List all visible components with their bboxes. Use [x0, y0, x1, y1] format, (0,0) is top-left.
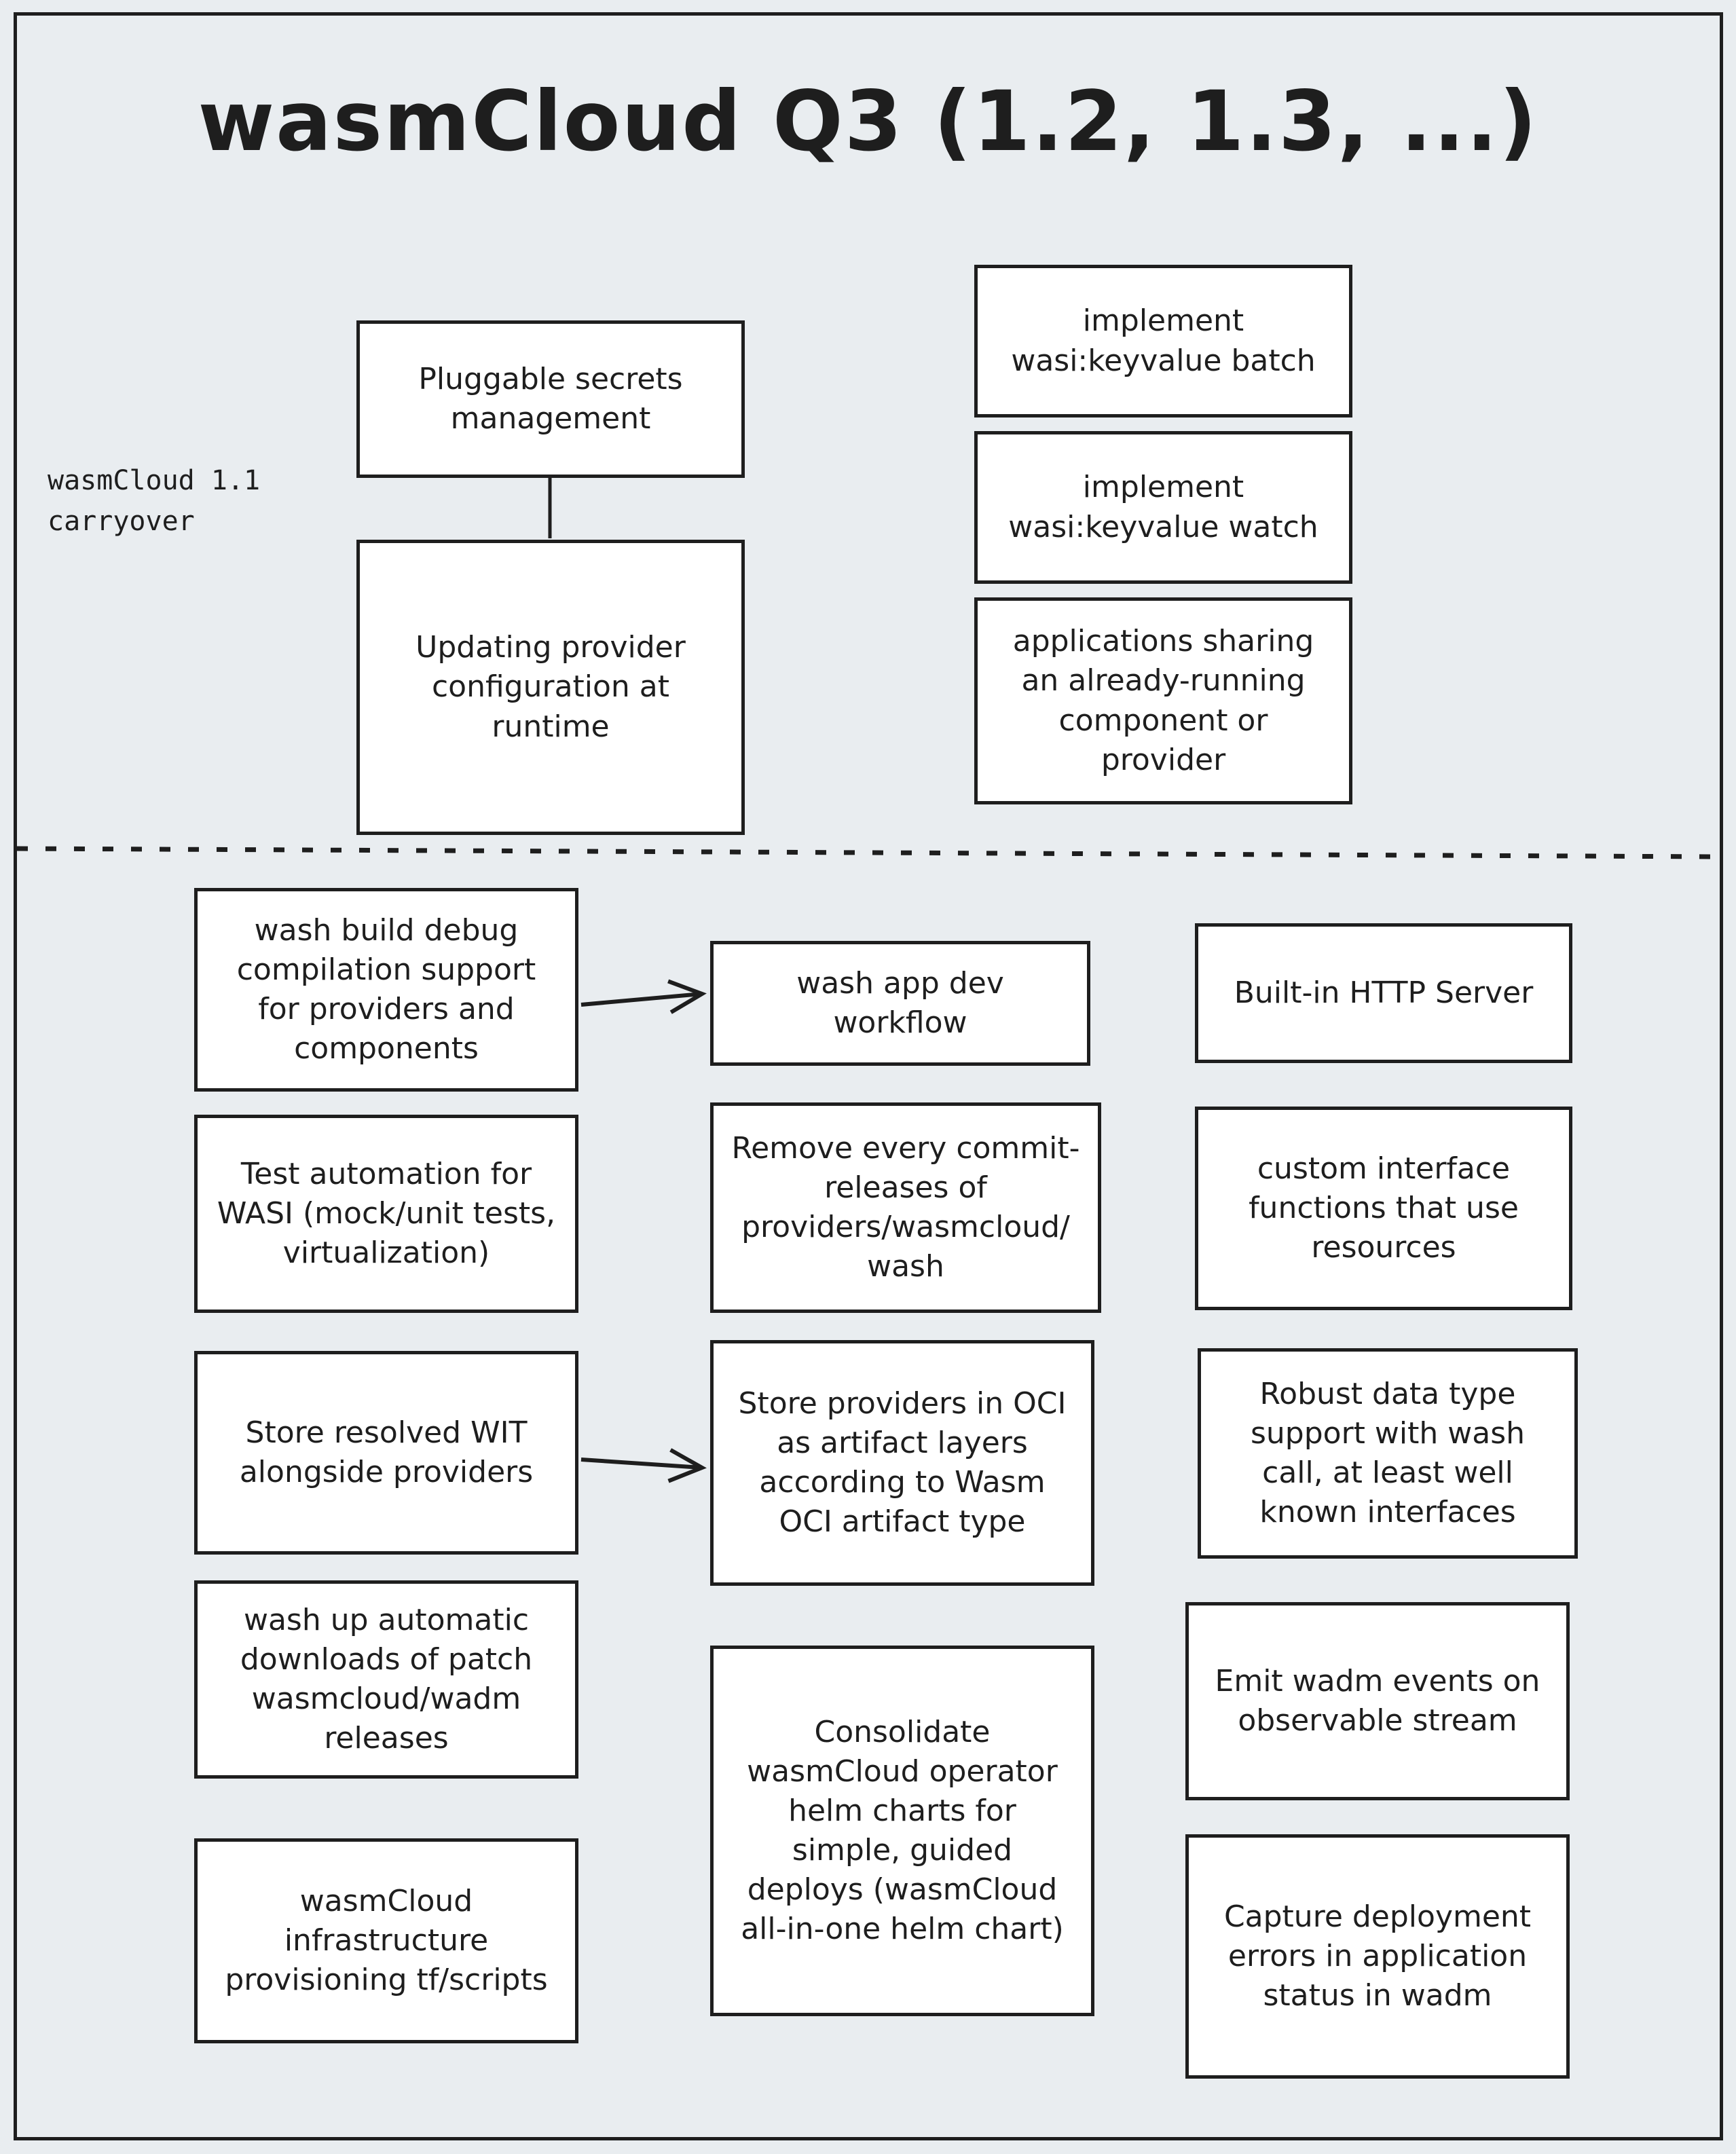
carryover-note-line2: carryover — [48, 506, 195, 537]
box-pluggable-secrets: Pluggable secrets management — [356, 320, 745, 478]
box-store-resolved-wit: Store resolved WIT alongside providers — [194, 1351, 578, 1555]
box-wash-up-downloads-label: wash up automatic downloads of patch was… — [240, 1602, 533, 1756]
box-wasi-keyvalue-batch-label: implement wasi:keyvalue batch — [1011, 303, 1316, 378]
box-builtin-http-server-label: Built-in HTTP Server — [1234, 975, 1534, 1010]
box-emit-wadm-events: Emit wadm events on observable stream — [1185, 1602, 1570, 1800]
box-consolidate-helm: Consolidate wasmCloud operator helm char… — [710, 1646, 1094, 2016]
box-infra-provisioning-label: wasmCloud infrastructure provisioning tf… — [225, 1883, 548, 1998]
box-consolidate-helm-label: Consolidate wasmCloud operator helm char… — [741, 1714, 1064, 1947]
box-wasi-keyvalue-watch-label: implement wasi:keyvalue watch — [1008, 470, 1318, 544]
box-applications-sharing: applications sharing an already-running … — [974, 597, 1352, 804]
box-capture-deploy-errors-label: Capture deployment errors in application… — [1223, 1899, 1532, 2013]
box-wasi-keyvalue-watch: implement wasi:keyvalue watch — [974, 431, 1352, 584]
box-pluggable-secrets-label: Pluggable secrets management — [418, 361, 683, 436]
box-store-providers-oci: Store providers in OCI as artifact layer… — [710, 1340, 1094, 1586]
box-infra-provisioning: wasmCloud infrastructure provisioning tf… — [194, 1838, 578, 2043]
box-wasi-keyvalue-batch: implement wasi:keyvalue batch — [974, 265, 1352, 417]
box-remove-commit-releases: Remove every commit-releases of provider… — [710, 1102, 1101, 1313]
box-remove-commit-releases-label: Remove every commit-releases of provider… — [731, 1130, 1080, 1284]
arrow-washbuild-to-washappdev — [580, 979, 707, 1014]
box-applications-sharing-label: applications sharing an already-running … — [1012, 624, 1314, 777]
box-robust-data-type: Robust data type support with wash call,… — [1198, 1348, 1578, 1559]
box-wash-app-dev-label: wash app dev workflow — [796, 965, 1004, 1040]
carryover-note: wasmCloud 1.1 carryover — [48, 460, 260, 542]
arrow-storewit-to-storeoci — [580, 1448, 707, 1483]
box-updating-provider-config-label: Updating provider configuration at runti… — [415, 630, 686, 744]
box-store-resolved-wit-label: Store resolved WIT alongside providers — [239, 1415, 534, 1489]
box-wash-app-dev: wash app dev workflow — [710, 941, 1090, 1066]
box-wash-build-debug-label: wash build debug compilation support for… — [236, 912, 536, 1066]
box-wash-up-downloads: wash up automatic downloads of patch was… — [194, 1580, 578, 1779]
box-custom-interface-resources: custom interface functions that use reso… — [1195, 1107, 1572, 1310]
box-robust-data-type-label: Robust data type support with wash call,… — [1250, 1376, 1525, 1530]
box-custom-interface-resources-label: custom interface functions that use reso… — [1249, 1151, 1519, 1265]
box-test-automation: Test automation for WASI (mock/unit test… — [194, 1115, 578, 1313]
box-store-providers-oci-label: Store providers in OCI as artifact layer… — [738, 1386, 1067, 1540]
page-title: wasmCloud Q3 (1.2, 1.3, ...) — [198, 73, 1538, 170]
box-wash-build-debug: wash build debug compilation support for… — [194, 888, 578, 1092]
box-updating-provider-config: Updating provider configuration at runti… — [356, 540, 745, 835]
carryover-note-line1: wasmCloud 1.1 — [48, 465, 261, 496]
box-capture-deploy-errors: Capture deployment errors in application… — [1185, 1834, 1570, 2079]
separator-dashed-line — [16, 846, 1720, 859]
box-emit-wadm-events-label: Emit wadm events on observable stream — [1215, 1663, 1540, 1738]
box-test-automation-label: Test automation for WASI (mock/unit test… — [217, 1156, 556, 1271]
box-builtin-http-server: Built-in HTTP Server — [1195, 923, 1572, 1063]
